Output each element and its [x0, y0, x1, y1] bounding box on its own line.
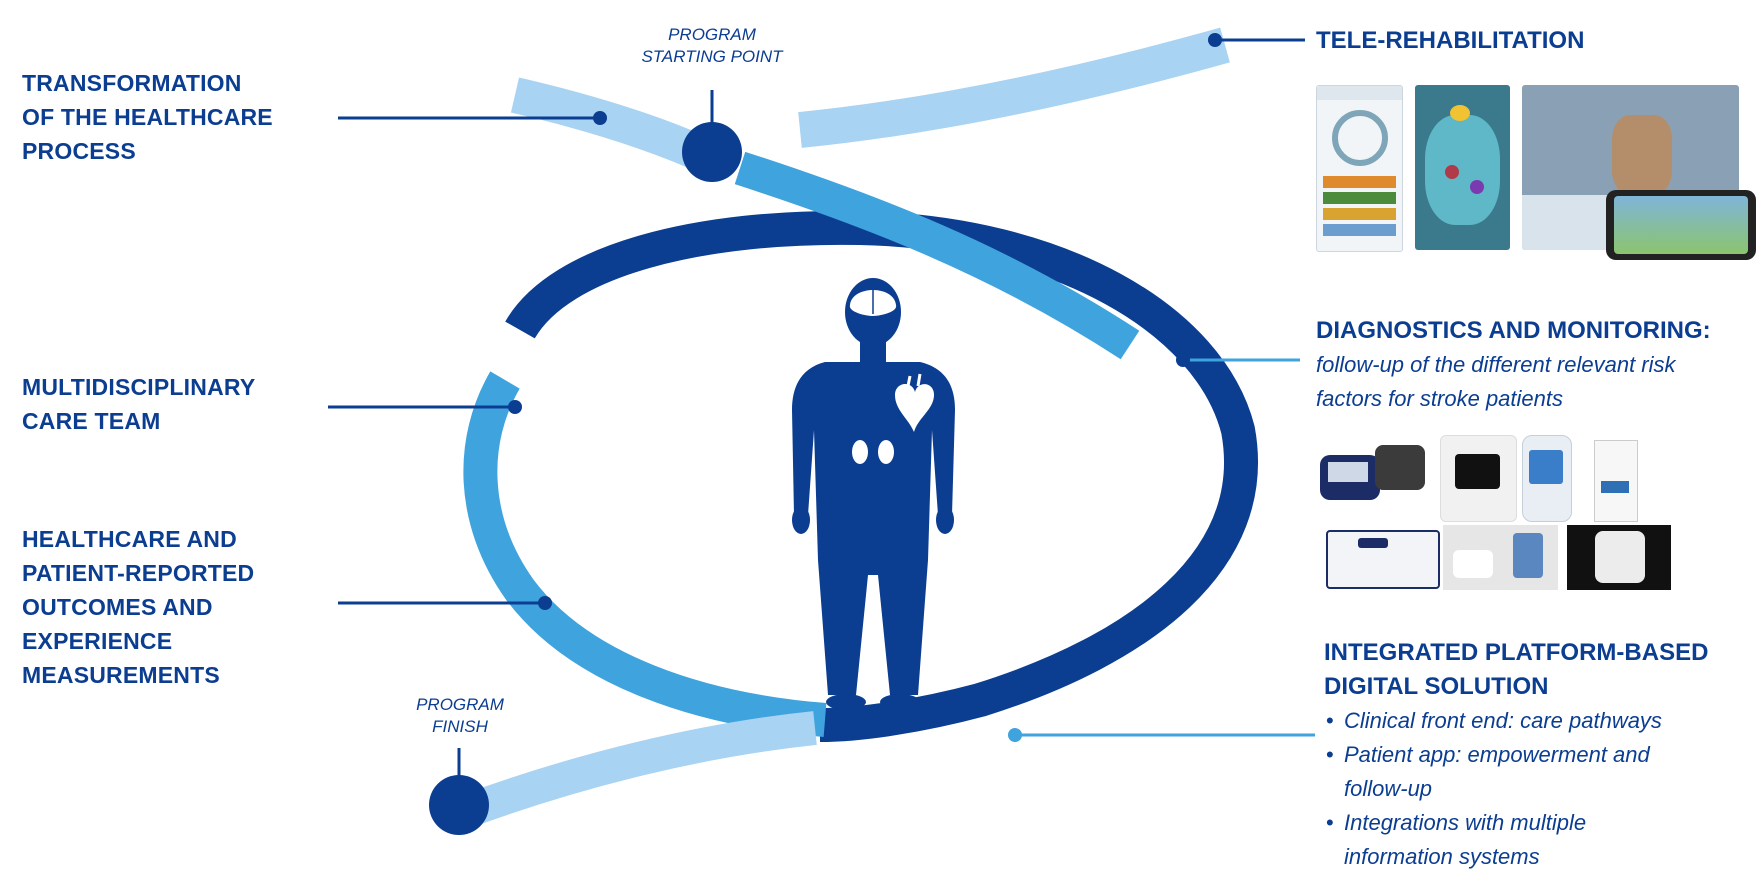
connector-dot: [1176, 353, 1190, 367]
connector-dot: [1208, 33, 1222, 47]
start-marker: [682, 122, 742, 182]
platform-bullet: Clinical front end: care pathways: [1324, 704, 1662, 738]
test-strip-box-image: [1594, 440, 1638, 522]
tele-phone-image: [1606, 190, 1756, 260]
platform-title: INTEGRATED PLATFORM-BASED DIGITAL SOLUTI…: [1324, 636, 1708, 704]
analyzer-image: [1522, 435, 1572, 522]
start-marker-label: PROGRAM STARTING POINT: [632, 24, 792, 68]
finish-marker-label: PROGRAM FINISH: [400, 694, 520, 738]
label-outcomes: HEALTHCARE AND PATIENT-REPORTED OUTCOMES…: [22, 522, 254, 692]
wearable-sensor-image: [1443, 525, 1558, 590]
tele-app-screenshot: [1316, 85, 1403, 252]
platform-bullets: Clinical front end: care pathways Patien…: [1324, 704, 1662, 874]
label-transformation: TRANSFORMATION OF THE HEALTHCARE PROCESS: [22, 66, 273, 168]
blood-pressure-monitor-image: [1320, 440, 1430, 510]
light-band-bottom: [470, 728, 815, 810]
connector-dot: [593, 111, 607, 125]
tele-rehab-title: TELE-REHABILITATION: [1316, 24, 1584, 58]
tele-game-screenshot: [1415, 85, 1510, 250]
smart-scale-image: [1567, 525, 1671, 590]
platform-bullet: Integrations with multiple: [1324, 806, 1662, 840]
diagnostics-desc: follow-up of the different relevant risk…: [1316, 348, 1676, 416]
ecg-device-image: [1326, 530, 1440, 589]
mid-ring-left: [480, 380, 825, 720]
connector-dot: [538, 596, 552, 610]
platform-bullet: Patient app: empowerment and: [1324, 738, 1662, 772]
platform-bullet-continuation: follow-up: [1324, 772, 1662, 806]
glucometer-image: [1440, 435, 1517, 522]
connector-dot: [508, 400, 522, 414]
diagnostics-title: DIAGNOSTICS AND MONITORING:: [1316, 314, 1711, 348]
human-body-icon: [792, 278, 955, 710]
connector-dot: [1008, 728, 1022, 742]
label-multidisciplinary: MULTIDISCIPLINARY CARE TEAM: [22, 370, 255, 438]
platform-bullet-continuation: information systems: [1324, 840, 1662, 874]
finish-marker: [429, 775, 489, 835]
light-band-right: [800, 45, 1225, 130]
